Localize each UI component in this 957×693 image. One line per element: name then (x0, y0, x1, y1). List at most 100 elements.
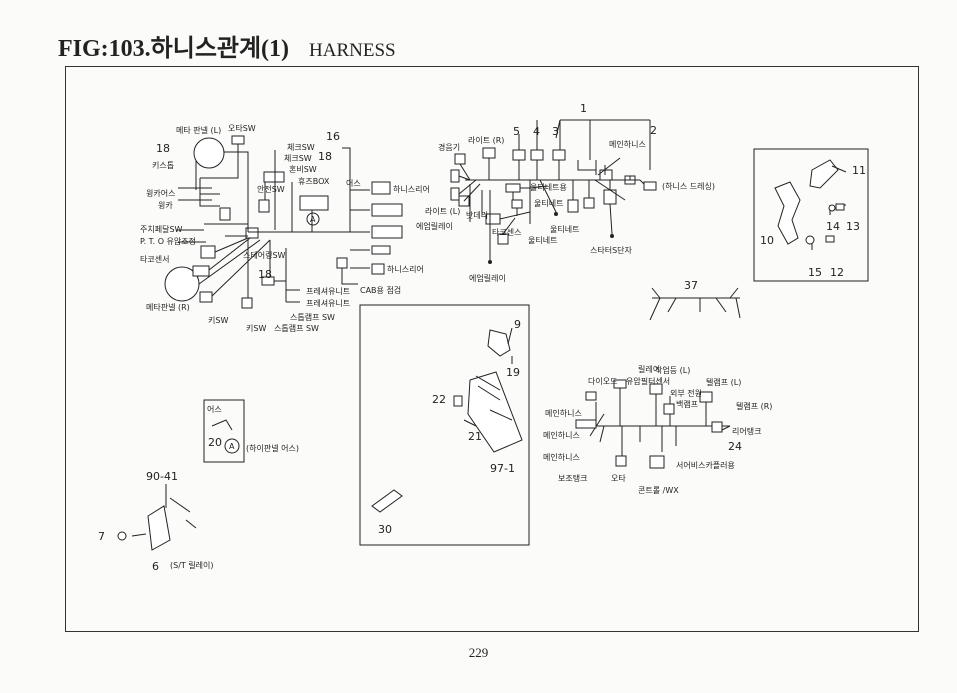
ultinet-2-shape (511, 199, 523, 209)
safety-sw-shape (258, 199, 270, 213)
label-check-sw: 체크SW (287, 142, 315, 152)
label-cab-check: CAB용 점검 (360, 285, 401, 295)
label-11: 11 (852, 164, 866, 177)
center-harness-group: 경음기 라이트 (R) 라이트 (L) 밧데리 메인하니스 울티네트용 울티네트… (416, 102, 715, 283)
bracket-inset-frame (753, 148, 869, 282)
page-title-text: FIG:103.하니스관계(1) (58, 36, 290, 62)
label-14: 14 (826, 220, 840, 233)
label-20: 20 (208, 436, 222, 449)
bolt-12-shape (825, 235, 835, 243)
label-13: 13 (846, 220, 860, 233)
ultinet-4-shape (583, 197, 595, 209)
rear-harness-group: 릴레이 다이오드 작업등 (L) 유압필터센서 외부 전원 백램프 텔램프 (L… (543, 364, 772, 495)
connector-shape (219, 207, 231, 221)
meter-panel-l-shape (193, 137, 225, 169)
label-tacho-sensor2: 타코센스 (492, 227, 521, 237)
label-st-relay: (S/T 릴레이) (170, 560, 214, 570)
connector-3-shape (450, 187, 460, 201)
label-18b: 18 (258, 268, 272, 281)
label-diode: 다이오드 (588, 376, 617, 386)
item-20-group: 어스 20 A (하이판넬 어스) (203, 399, 299, 463)
label-main-harness-2: 메인하니스 (545, 408, 582, 418)
label-24: 24 (728, 440, 742, 453)
label-fuse-box: 휴즈BOX (298, 177, 330, 186)
item-37-group: 37 (649, 279, 741, 321)
label-warning: 경음기 (438, 142, 460, 152)
label-work-lamp-l: 작업등 (L) (655, 365, 690, 375)
label-steering-sw: 스테어링SW (243, 250, 286, 260)
label-main-harness: 메인하니스 (609, 139, 646, 149)
label-4: 4 (533, 125, 540, 138)
label-30: 30 (378, 523, 392, 536)
bracket-upper-shape (809, 159, 839, 189)
ultinet-end (554, 212, 558, 216)
starter-end (610, 234, 614, 238)
label-stop-lamp-sw-2: 스톱램프 SW (274, 323, 319, 333)
label-safety-sw: 안전SW (257, 184, 285, 194)
label-fresher-unit-1: 프레셔유니트 (306, 286, 350, 296)
label-horn-sw: 혼비SW (289, 164, 317, 174)
label-pto-oil: P. T. O 유압조정 (140, 236, 196, 246)
label-37: 37 (684, 279, 698, 292)
harness-rear-3-shape (371, 225, 403, 239)
nut-15-shape (805, 235, 815, 245)
label-meter-panel-l: 메타 판넬 (L) (176, 126, 221, 135)
label-16: 16 (326, 130, 340, 143)
page-number: 229 (468, 645, 489, 660)
label-earth2: 어스 (207, 404, 222, 414)
light-r-shape (482, 147, 496, 159)
label-97-1: 97-1 (490, 462, 515, 475)
harness-rear-5-shape (371, 263, 385, 275)
meter-r-connector-shape (199, 291, 213, 303)
connector-a2-circle (224, 438, 240, 454)
label-light-l: 라이트 (L) (425, 206, 460, 216)
label-clutch-pedal-sw: 주치페달SW (140, 224, 183, 234)
label-oil-filter-sensor: 유압필터센서 (626, 376, 670, 386)
harness-rear-1-shape (371, 181, 391, 195)
tail-lamp-r-shape (711, 421, 723, 433)
label-90-41: 90-41 (146, 470, 178, 483)
label-ultinetion-2: 울티네트 (534, 199, 563, 208)
label-ultinetion-3: 울티네트 (528, 236, 557, 245)
label-18c: 18 (318, 150, 332, 163)
label-2: 2 (650, 124, 657, 137)
label-22: 22 (432, 393, 446, 406)
label-meter-panel-r: 메타판넬 (R) (146, 303, 190, 312)
item-30-shape (371, 489, 403, 513)
label-6: 6 (152, 560, 159, 573)
tail-lamp-l-shape (699, 391, 713, 403)
label-sub-tank: 보조탱크 (558, 473, 587, 483)
label-harness-rear-2: 하니스리어 (387, 264, 424, 274)
label-control-wx: 콘트롤 /WX (638, 486, 679, 495)
label-oil-sw: 오타SW (228, 124, 256, 133)
item-7-shape (117, 531, 127, 541)
horn-sw-shape (263, 171, 285, 183)
control-wx-shape (649, 455, 665, 469)
left-harness-group: A 18 메타 판넬 (L) 오타SW 체크SW 체크SW 혼비SW 키스톱 윙… (140, 124, 430, 333)
label-fresher-unit-2: 프레셔유니트 (306, 298, 350, 308)
label-keystop: 키스톱 (152, 161, 174, 170)
starter-shape (603, 189, 617, 205)
st-relay-shape (147, 505, 171, 551)
middle-inset-frame (359, 304, 530, 546)
ultinet-shape (505, 183, 521, 193)
label-oil: 오타 (611, 474, 626, 483)
label-hi-fi-harness-earth: (하이판넬 어스) (246, 443, 299, 453)
harness-dressing-shape (643, 181, 657, 191)
connector-2-shape (450, 169, 460, 183)
label-1: 1 (580, 102, 587, 115)
label-empty-relay-2: 에엄릴레이 (469, 273, 506, 283)
cab-check-shape (336, 257, 348, 269)
sub-tank-shape (615, 455, 627, 467)
st-relay-group: 90-41 7 6 (S/T 릴레이) (98, 470, 214, 573)
washer-14-shape (828, 204, 836, 212)
harness-rear-4-shape (371, 245, 391, 255)
label-12: 12 (830, 266, 844, 279)
label-18a: 18 (156, 142, 170, 155)
oil-filter-sensor-shape (649, 383, 663, 395)
label-tail-lamp-l: 텔램프 (L) (706, 377, 741, 387)
empty-relay-end (488, 260, 492, 264)
fuse-box-shape (299, 195, 329, 211)
label-back-lamp: 백램프 (676, 399, 698, 409)
